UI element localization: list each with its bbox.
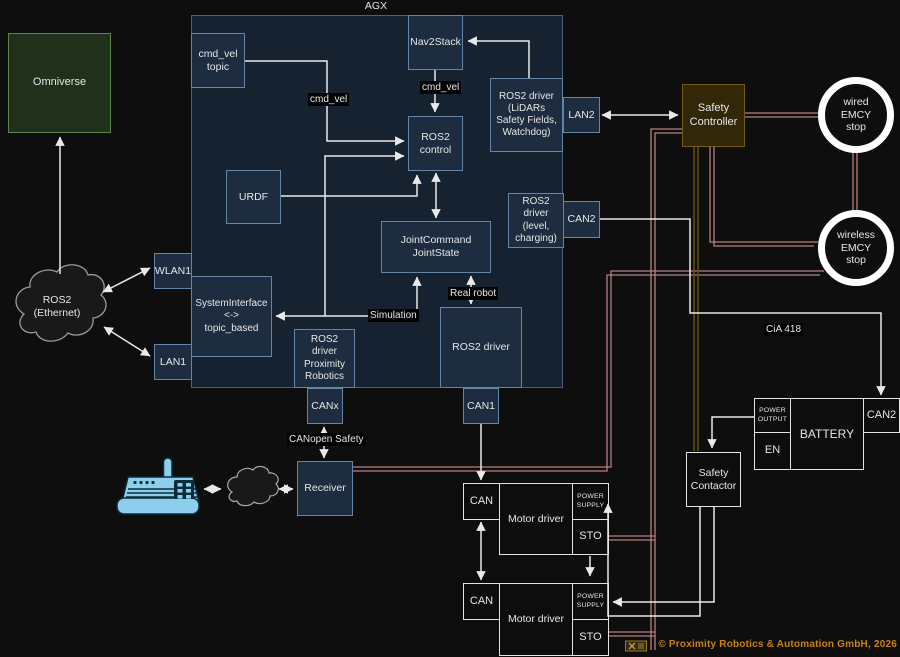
motor2-driver: Motor driver — [499, 583, 573, 656]
cloud-ros2-label: ROS2 (Ethernet) — [33, 294, 81, 319]
node-safety-controller: Safety Controller — [682, 84, 745, 147]
battery-main: BATTERY — [790, 398, 864, 470]
battery-power-output: POWER OUTPUT — [754, 398, 791, 433]
port-can1: CAN1 — [463, 388, 499, 424]
node-omniverse: Omniverse — [8, 33, 111, 133]
motor2-can: CAN — [463, 583, 500, 620]
node-receiver: Receiver — [297, 461, 353, 516]
remote-control-icon — [116, 457, 200, 515]
safety-lines-olive — [693, 147, 699, 451]
node-prox-driver: ROS2 driver Proximity Robotics — [294, 329, 355, 388]
motor2-sto: STO — [572, 619, 609, 656]
wired-emcy-stop: wired EMCY stop — [818, 77, 894, 153]
edge-label-cmd-vel-b: cmd_vel — [420, 81, 462, 94]
port-lan1: LAN1 — [154, 344, 192, 380]
port-lan2: LAN2 — [563, 97, 600, 133]
agx-title: AGX — [364, 0, 388, 12]
motor1-can: CAN — [463, 483, 500, 520]
edge-label-real-robot: Real robot — [448, 287, 499, 300]
edge-label-cmd-vel-a: cmd_vel — [308, 93, 350, 106]
node-lidar-driver: ROS2 driver (LiDARs Safety Fields, Watch… — [490, 78, 563, 152]
edge-label-cia418: CiA 418 — [764, 323, 804, 336]
motor2-power-supply: POWER SUPPLY — [572, 583, 609, 620]
node-safety-contactor: Safety Contactor — [686, 452, 741, 507]
motor1-driver: Motor driver — [499, 483, 573, 555]
motor1-sto: STO — [572, 519, 609, 555]
port-can2: CAN2 — [563, 201, 600, 238]
node-ros2-control: ROS2 control — [408, 116, 463, 171]
node-level-driver: ROS2 driver (level, charging) — [508, 193, 564, 248]
battery-en: EN — [754, 432, 791, 470]
proximity-logo — [625, 640, 647, 652]
node-joint-command: JointCommand JointState — [381, 221, 491, 273]
wireless-emcy-stop: wireless EMCY stop — [818, 210, 894, 286]
copyright-text: © Proximity Robotics & Automation GmbH, … — [658, 639, 897, 650]
node-system-interface: SystemInterface <-> topic_based — [191, 276, 272, 357]
port-wlan1: WLAN1 — [154, 253, 192, 289]
edge-label-canopen-safety: CANopen Safety — [287, 433, 366, 446]
cloud-remote-link — [227, 465, 279, 507]
node-urdf: URDF — [226, 170, 281, 224]
node-nav2stack: Nav2Stack — [408, 15, 463, 70]
battery-can2: CAN2 — [863, 398, 900, 433]
port-canx: CANx — [307, 388, 343, 424]
node-cmd-vel-topic: cmd_vel topic — [191, 33, 245, 88]
edge-label-simulation: Simulation — [368, 309, 419, 322]
node-ros2-driver: ROS2 driver — [440, 307, 522, 388]
motor1-power-supply: POWER SUPPLY — [572, 483, 609, 520]
